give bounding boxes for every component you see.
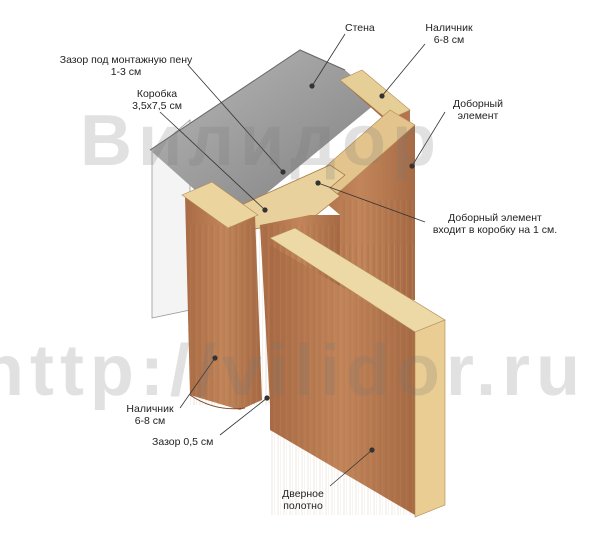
label-extension-line1: Доборный bbox=[453, 98, 503, 110]
label-trim-bottom-line2: 6-8 см bbox=[134, 415, 166, 427]
wall-top bbox=[150, 50, 380, 215]
label-trim-top: Наличник 6-8 см bbox=[422, 22, 476, 46]
door-leaf-edge bbox=[414, 319, 446, 518]
label-door-leaf: Дверное полотно bbox=[275, 488, 331, 512]
label-trim-bottom-line1: Наличник bbox=[126, 403, 174, 415]
label-trim-top-line2: 6-8 см bbox=[433, 34, 465, 46]
label-frame: Коробка 3,5x7,5 см bbox=[125, 88, 189, 112]
label-extension-note-line1: Доборный элемент bbox=[448, 212, 542, 224]
label-trim-top-line1: Наличник bbox=[425, 22, 473, 34]
label-foam-gap-line2: 1-3 см bbox=[110, 66, 142, 78]
label-door-leaf-line1: Дверное bbox=[282, 488, 324, 500]
label-frame-line1: Коробка bbox=[136, 88, 178, 100]
watermark-line1: Вилидор bbox=[80, 101, 442, 181]
label-wall: Стена bbox=[345, 22, 375, 34]
label-foam-gap: Зазор под монтажную пену 1-3 см bbox=[58, 54, 194, 78]
label-gap: Зазор 0,5 см bbox=[152, 436, 214, 448]
label-foam-gap-line1: Зазор под монтажную пену bbox=[59, 54, 193, 66]
trim-bottom-top bbox=[181, 181, 259, 229]
label-door-leaf-line2: полотно bbox=[283, 500, 323, 512]
label-trim-bottom: Наличник 6-8 см bbox=[122, 403, 178, 427]
label-frame-line2: 3,5x7,5 см bbox=[132, 100, 182, 112]
watermark-line2: http://vilidor.ru bbox=[0, 331, 586, 411]
label-extension-note-line2: входит в коробку на 1 см. bbox=[432, 224, 558, 236]
label-extension-note: Доборный элемент входит в коробку на 1 с… bbox=[420, 212, 570, 236]
trim-top-edge bbox=[339, 69, 411, 121]
label-extension: Доборный элемент bbox=[450, 98, 506, 122]
label-extension-line2: элемент bbox=[457, 110, 499, 122]
